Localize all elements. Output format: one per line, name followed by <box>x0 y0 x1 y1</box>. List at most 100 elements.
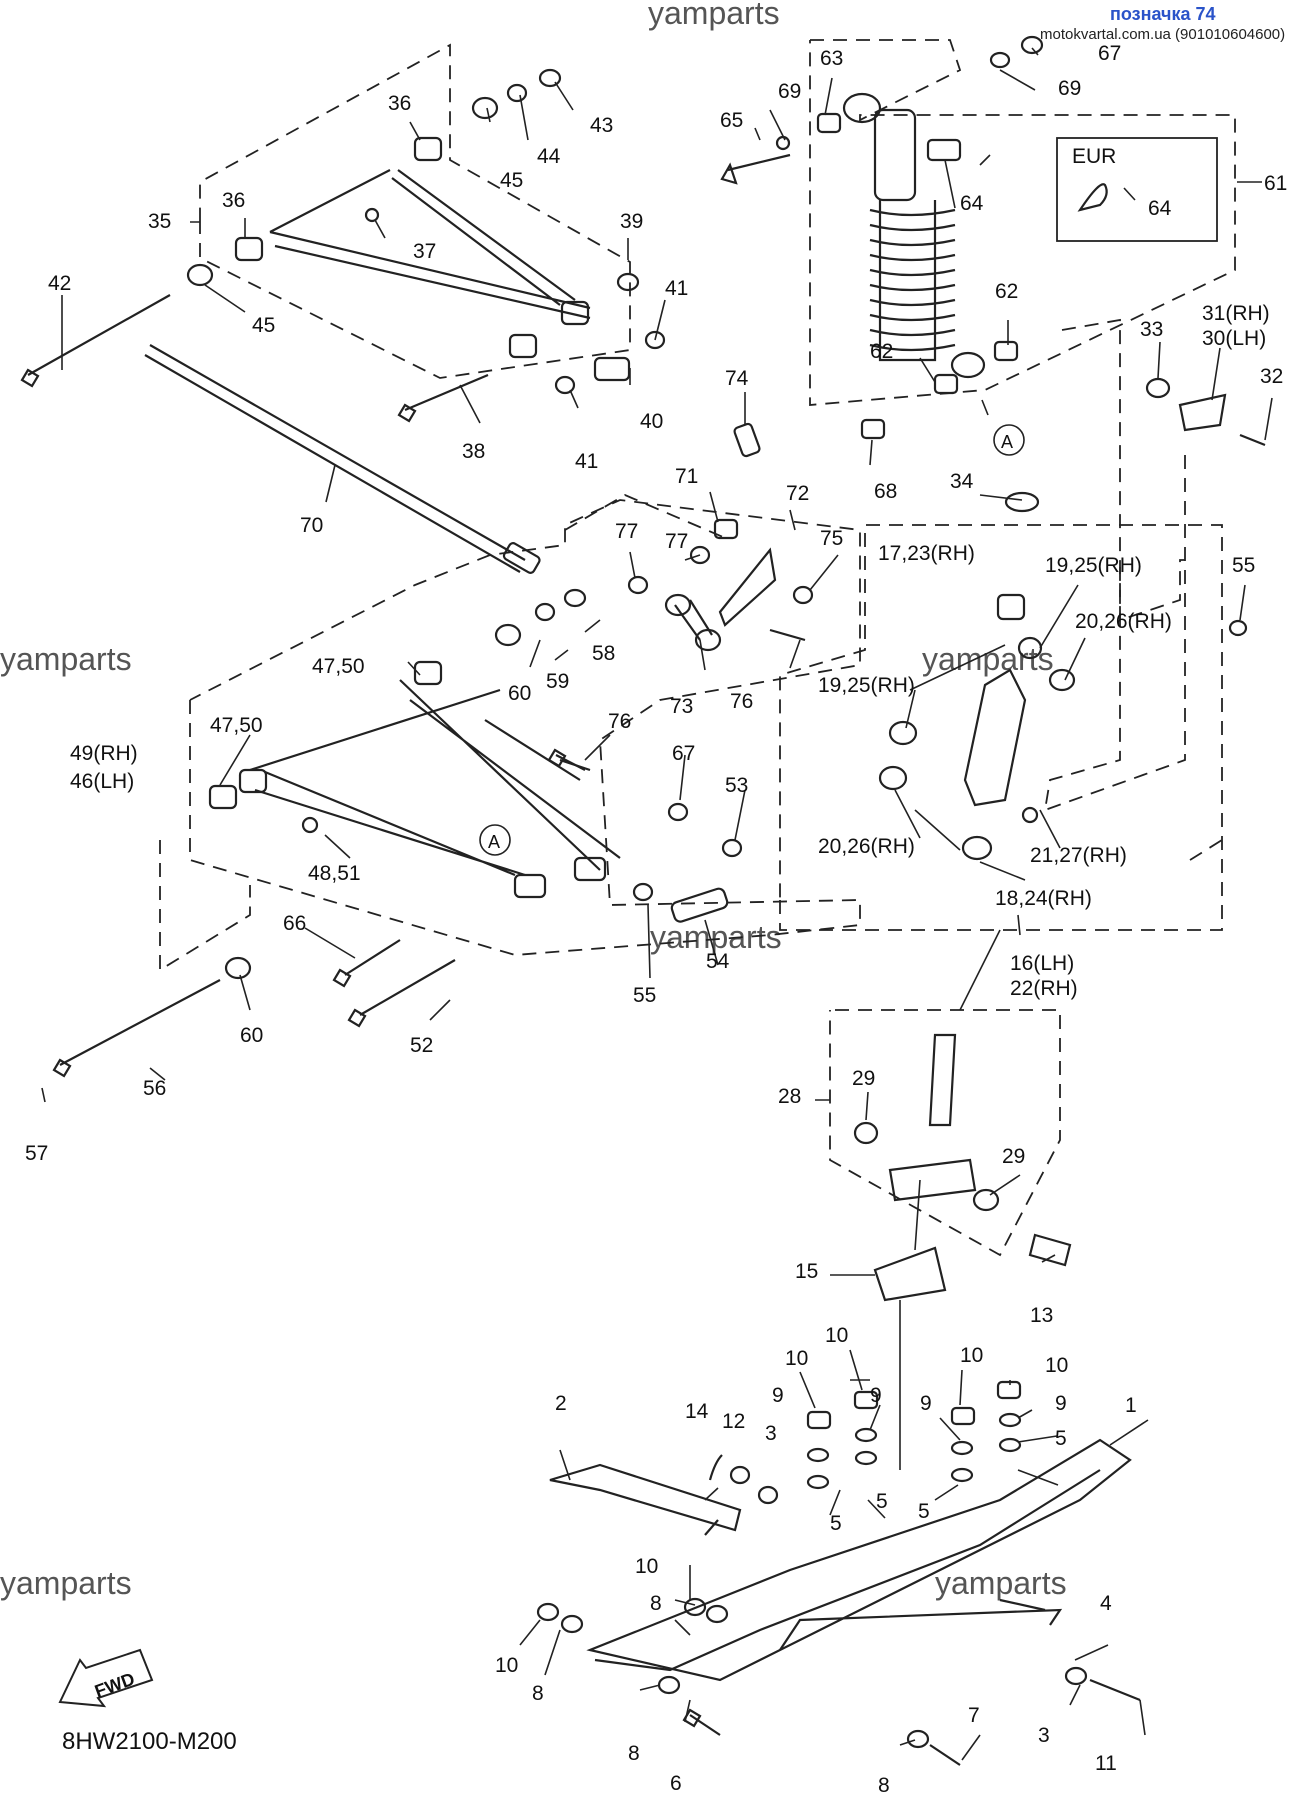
part-label: 10 <box>960 1344 983 1367</box>
part-label: 44 <box>537 145 561 168</box>
part-label: 22(RH) <box>1010 977 1078 1000</box>
shaft-70 <box>144 344 541 574</box>
part-label: 64 <box>1148 197 1172 220</box>
part-label: 17,23(RH) <box>878 542 975 565</box>
spindle <box>853 1033 1072 1302</box>
part-label: 76 <box>608 710 631 733</box>
part-label: 38 <box>462 440 485 463</box>
eur-box: EUR <box>1056 137 1218 242</box>
part-label: 36 <box>222 189 245 212</box>
part-label: 54 <box>706 950 730 973</box>
part-label: 40 <box>640 410 663 433</box>
part-label: 49(RH) <box>70 742 138 765</box>
part-label: 64 <box>960 192 984 215</box>
part-label: 46(LH) <box>70 770 134 793</box>
part-label: 60 <box>240 1024 263 1047</box>
part-label: 69 <box>1058 77 1081 100</box>
part-label: 70 <box>300 514 323 537</box>
part-label: 67 <box>1098 42 1121 65</box>
part-label: 1 <box>1125 1394 1137 1417</box>
part-label: 35 <box>148 210 171 233</box>
link-rod <box>559 422 814 772</box>
part-label: 43 <box>590 114 613 137</box>
part-label: 41 <box>575 450 598 473</box>
part-label: 8 <box>878 1774 890 1797</box>
upper-arm <box>20 68 666 423</box>
part-label: 58 <box>592 642 615 665</box>
fwd-arrow-icon: FWD <box>58 1648 154 1708</box>
part-label: A <box>488 832 500 852</box>
part-label: 62 <box>995 280 1018 303</box>
part-label: 32 <box>1260 365 1283 388</box>
part-label: 36 <box>388 92 411 115</box>
watermarks: yamparts yamparts yamparts yamparts yamp… <box>0 0 1067 1601</box>
part-label: 45 <box>252 314 275 337</box>
part-label: 63 <box>820 47 843 70</box>
part-label: 73 <box>670 695 693 718</box>
part-label: 8 <box>650 1592 662 1615</box>
part-label: 20,26(RH) <box>818 835 915 858</box>
lower-arm <box>52 588 743 1078</box>
part-label: 7 <box>968 1704 980 1727</box>
part-label: 20,26(RH) <box>1075 610 1172 633</box>
part-label: 62 <box>870 340 893 363</box>
part-label: 53 <box>725 774 748 797</box>
part-label: 9 <box>920 1392 932 1415</box>
part-label: 72 <box>786 482 809 505</box>
part-label: 37 <box>413 240 436 263</box>
part-label: 3 <box>765 1422 777 1445</box>
part-label: 5 <box>876 1490 888 1513</box>
part-label: 61 <box>1264 172 1287 195</box>
part-label: 9 <box>870 1384 882 1407</box>
part-label: 15 <box>795 1260 818 1283</box>
part-label: 69 <box>778 80 801 103</box>
part-label: 10 <box>495 1654 518 1677</box>
part-label: 10 <box>1045 1354 1068 1377</box>
part-label: 48,51 <box>308 862 361 885</box>
part-label: 34 <box>950 470 974 493</box>
part-label: 9 <box>1055 1392 1067 1415</box>
part-label: 77 <box>615 520 638 543</box>
part-label: 4 <box>1100 1592 1112 1615</box>
part-label: 9 <box>772 1384 784 1407</box>
part-label: 74 <box>725 367 749 390</box>
part-label: 10 <box>785 1347 808 1370</box>
part-label: 31(RH) <box>1202 302 1270 325</box>
part-label: 10 <box>825 1324 848 1347</box>
reference-marker <box>479 824 511 856</box>
part-label: 47,50 <box>312 655 365 678</box>
part-label: 5 <box>918 1500 930 1523</box>
part-label: 52 <box>410 1034 433 1057</box>
part-label: 39 <box>620 210 643 233</box>
part-label: 47,50 <box>210 714 263 737</box>
part-label: 55 <box>1232 554 1255 577</box>
part-label: 12 <box>722 1410 745 1433</box>
leader-lines <box>41 47 1273 1761</box>
part-label: 66 <box>283 912 306 935</box>
fwd-label: FWD <box>92 1669 137 1702</box>
part-label: 57 <box>25 1142 48 1165</box>
part-label: 76 <box>730 690 753 713</box>
part-label: 68 <box>874 480 897 503</box>
watermark: yamparts <box>0 641 132 677</box>
part-label: 6 <box>670 1772 682 1795</box>
part-label: 41 <box>665 277 688 300</box>
part-label: 5 <box>1055 1427 1067 1450</box>
part-label: 14 <box>685 1400 709 1423</box>
part-label: 65 <box>720 109 743 132</box>
part-label: 45 <box>500 169 523 192</box>
part-label: 19,25(RH) <box>818 674 915 697</box>
part-label: 3 <box>1038 1724 1050 1747</box>
part-label: 42 <box>48 272 71 295</box>
steering-knuckle <box>878 377 1266 861</box>
part-label: 13 <box>1030 1304 1053 1327</box>
part-label: 30(LH) <box>1202 327 1266 350</box>
part-label: 59 <box>546 670 569 693</box>
watermark: yamparts <box>650 919 782 955</box>
watermark: yamparts <box>0 1565 132 1601</box>
part-label: 8 <box>628 1742 640 1765</box>
header-title: позначка 74 <box>1110 4 1216 24</box>
part-label: 33 <box>1140 318 1163 341</box>
part-label: 10 <box>635 1555 658 1578</box>
